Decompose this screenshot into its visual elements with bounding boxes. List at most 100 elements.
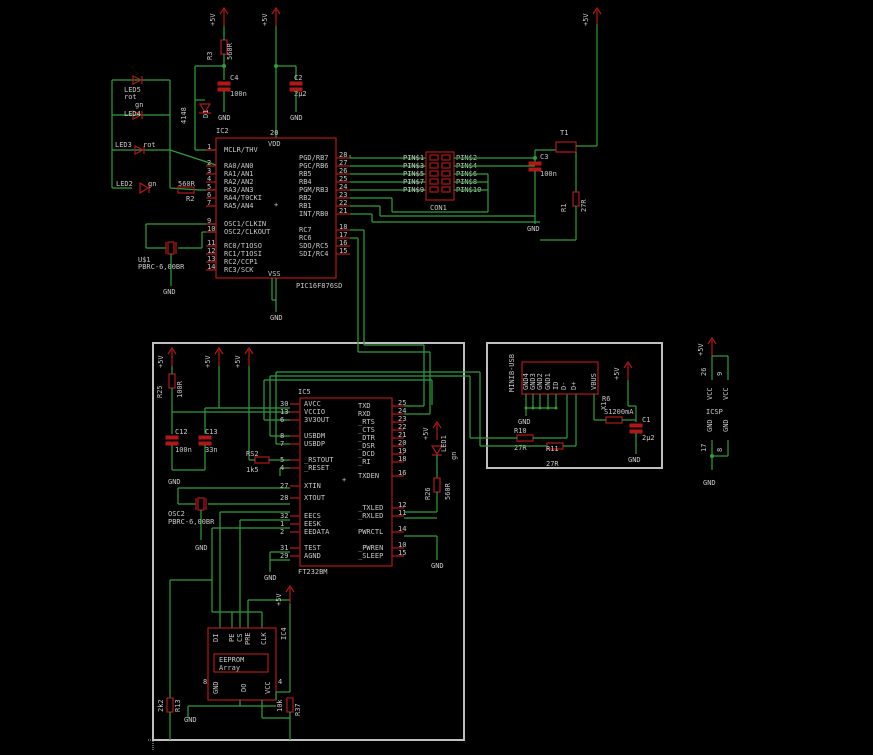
con1-pin-label: PIN$7 — [403, 178, 424, 186]
svg-text:+5V: +5V — [275, 593, 283, 606]
ic2-pin-num: 27 — [339, 159, 347, 167]
svg-text:2µ2: 2µ2 — [294, 90, 307, 98]
svg-text:+: + — [274, 201, 278, 209]
ic2-pin-label: RC0/T1OSO — [224, 242, 262, 250]
svg-text:GND: GND — [163, 288, 176, 296]
ic2-pin-label: RB5 — [299, 170, 312, 178]
ic2-pin-num: 18 — [339, 223, 347, 231]
svg-text:GND: GND — [431, 562, 444, 570]
usb-pin-label: VBUS — [590, 373, 598, 390]
ic2-pin-num: 4 — [207, 175, 211, 183]
svg-text:GND: GND — [168, 478, 181, 486]
svg-text:2k2: 2k2 — [157, 699, 165, 712]
svg-text:DO: DO — [240, 684, 248, 692]
svg-text:GND: GND — [518, 418, 531, 426]
ic5-pin-label: _RSTOUT — [304, 456, 334, 464]
svg-text:C13: C13 — [205, 428, 218, 436]
svg-text:gn: gn — [148, 180, 156, 188]
ic5-pin-label: XTOUT — [304, 494, 326, 502]
svg-text:2µ2: 2µ2 — [642, 434, 655, 442]
ic2-pin-num: 24 — [339, 183, 347, 191]
ic5-pin-label: _RESET — [304, 464, 330, 472]
icsp-header: +5V 26 9 VCC VCC ICSP GND GND 17 8 GND — [697, 336, 730, 487]
svg-text:GND: GND — [703, 479, 716, 487]
svg-text:PBRC-6,00BR: PBRC-6,00BR — [168, 518, 215, 526]
supply-p5v-r25: +5V — [157, 346, 177, 368]
svg-text:CS: CS — [236, 634, 244, 642]
ic5-pin-num: 29 — [280, 552, 288, 560]
ic2-pin-num: 16 — [339, 239, 347, 247]
svg-text:26: 26 — [700, 368, 708, 376]
svg-text:GND: GND — [722, 419, 730, 432]
supply-p5v-vdd: +5V — [261, 6, 281, 26]
svg-text:100n: 100n — [230, 90, 247, 98]
ic2-pin-num: 5 — [207, 183, 211, 191]
ic5-pin-num: 10 — [398, 541, 406, 549]
svg-text:27R: 27R — [514, 444, 527, 452]
svg-text:GND: GND — [184, 716, 197, 724]
ic5-pin-label: _TXLED — [358, 504, 383, 512]
svg-text:C2: C2 — [294, 74, 302, 82]
ic2-pin-num: 15 — [339, 247, 347, 255]
ic5-pin-label: _DCD — [358, 450, 375, 458]
resistor-r11: R11 27R — [546, 442, 564, 468]
ic5-part: FT232BM — [298, 568, 328, 576]
ic2-pin-num: 12 — [207, 247, 215, 255]
svg-text:LED1: LED1 — [440, 435, 448, 452]
ic2-pin-num: 11 — [207, 239, 215, 247]
supply-p5v-rs2: +5V — [234, 346, 254, 368]
resistor-rs2: RS2 1k5 — [246, 450, 270, 474]
ic2-pin-num: 25 — [339, 175, 347, 183]
usb-pin-label: GND2 — [536, 373, 544, 390]
svg-text:560R: 560R — [444, 482, 452, 500]
ic2-part: PIC16F876SD — [296, 282, 342, 290]
r3-value: 560R — [226, 42, 234, 60]
svg-text:R37: R37 — [294, 703, 302, 716]
ic2-pin-label: RB4 — [299, 178, 312, 186]
ic5-pin-label: _RI — [358, 458, 371, 466]
svg-text:560R: 560R — [178, 180, 196, 188]
supply-p5v-c13: +5V — [204, 346, 224, 368]
supply-label: +5V — [209, 13, 217, 26]
svg-text:CLK: CLK — [260, 632, 268, 645]
svg-text:100n: 100n — [175, 446, 192, 454]
r3-name: R3 — [206, 52, 214, 60]
supply-p5v-r3: +5V — [209, 6, 229, 26]
ic5-pin-label: USBDP — [304, 440, 325, 448]
svg-text:+5V: +5V — [422, 427, 430, 440]
capacitor-c2: C2 2µ2 — [289, 74, 307, 98]
svg-text:LED3: LED3 — [115, 141, 132, 149]
led-led1: LED1 gn — [430, 435, 458, 460]
ic5-pin-label: _CTS — [358, 426, 375, 434]
resistor-r10: R10 27R — [514, 427, 534, 452]
icsp-bus — [349, 155, 540, 352]
svg-text:RS2: RS2 — [246, 450, 259, 458]
capacitor-c4: C4 100n — [217, 74, 247, 98]
ic5-pin-num: 7 — [280, 440, 284, 448]
ic2-pin-num: 23 — [339, 191, 347, 199]
ic5-pin-num: 20 — [398, 439, 406, 447]
ic5-pin-num: 2 — [280, 528, 284, 536]
svg-text:S1200mA: S1200mA — [604, 408, 634, 416]
ic2-pin-label: PGM/RB3 — [299, 186, 329, 194]
ic4-name: IC4 — [280, 627, 288, 640]
ic5-pin-num: 30 — [280, 400, 288, 408]
supply-p5v-usb: +5V — [613, 360, 633, 380]
con1-pin-label: PIN$9 — [403, 186, 424, 194]
resistor-r37: 10k R37 — [276, 697, 302, 716]
ic2-pin-num: 3 — [207, 167, 211, 175]
ic2-pin-label: RA0/AN0 — [224, 162, 254, 170]
ic5-pin-label: _DSR — [358, 442, 376, 450]
ic5-pin-label: VCCIO — [304, 408, 325, 416]
svg-text:OSC2: OSC2 — [168, 510, 185, 518]
ic5-pin-label: TEST — [304, 544, 322, 552]
ic5-pin-label: EECS — [304, 512, 321, 520]
svg-text:U$1: U$1 — [138, 256, 151, 264]
svg-text:EEPROM: EEPROM — [219, 656, 244, 664]
svg-text:R6: R6 — [602, 395, 610, 403]
ic2-pin-label: MCLR/THV — [224, 146, 259, 154]
ic5-pin-num: 16 — [398, 469, 406, 477]
capacitor-c13: C13 33n — [198, 428, 218, 454]
